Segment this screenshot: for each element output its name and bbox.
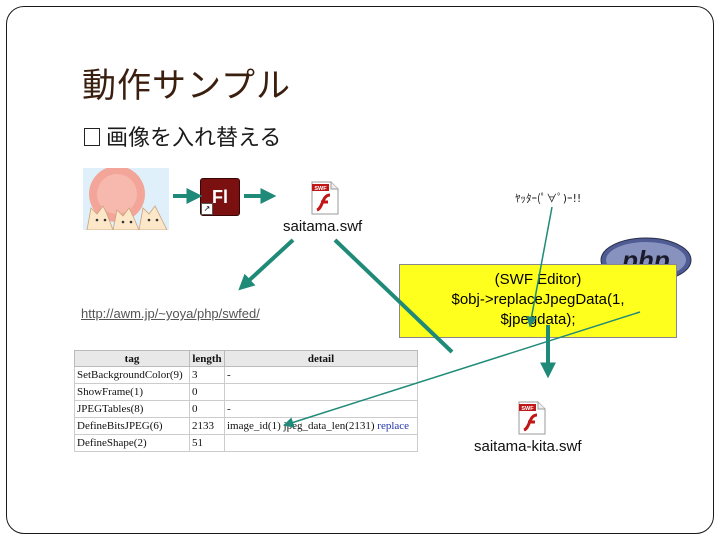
table-header-detail: detail — [224, 350, 418, 367]
output-file-label: saitama-kita.swf — [474, 438, 582, 455]
bullet-text: 画像を入れ替える — [106, 126, 282, 151]
table-cell-length: 3 — [189, 366, 225, 384]
table-cell-length: 2133 — [189, 417, 225, 435]
callout-line-1: (SWF Editor) — [494, 271, 582, 288]
swf-output-file-icon: SWF — [518, 401, 546, 435]
table-row: SetBackgroundColor(9) 3 - — [74, 366, 418, 384]
swf-file-icon: SWF — [311, 181, 339, 215]
table-cell-tag: SetBackgroundColor(9) — [74, 366, 190, 384]
bullet-box-icon — [84, 128, 100, 146]
table-cell-detail — [224, 434, 418, 452]
table-header-tag: tag — [74, 350, 190, 367]
swfed-link[interactable]: http://awm.jp/~yoya/php/swfed/ — [81, 306, 260, 321]
flash-fl-text: Fl — [212, 187, 228, 207]
table-cell-detail: - — [224, 366, 418, 384]
table-cell-tag: ShowFrame(1) — [74, 383, 190, 401]
table-row: ShowFrame(1) 0 — [74, 383, 418, 401]
table-header-length: length — [189, 350, 225, 367]
source-file-label: saitama.swf — [283, 218, 363, 235]
table-cell-tag: DefineShape(2) — [74, 434, 190, 452]
swf-editor-callout: (SWF Editor) $obj->replaceJpegData(1, $j… — [399, 264, 677, 338]
table-row: DefineBitsJPEG(6) 2133 image_id(1) jpeg_… — [74, 417, 418, 435]
face-text: ﾔｯﾀｰ(ﾟ∀ﾟ)ｰ!! — [515, 192, 582, 205]
callout-line-3: $jpegdata); — [500, 311, 576, 328]
table-cell-detail: image_id(1) jpeg_data_len(2131) replace — [224, 417, 418, 435]
cat-illustration — [83, 168, 169, 230]
table-header-row: tag length detail — [74, 350, 418, 367]
cat-image — [83, 168, 169, 230]
shortcut-arrow-icon: ↗ — [201, 203, 213, 215]
callout-line-2: $obj->replaceJpegData(1, — [451, 291, 625, 308]
table-cell-detail — [224, 383, 418, 401]
flash-fl-icon: Fl — [200, 178, 240, 216]
table-cell-detail-text: image_id(1) jpeg_data_len(2131) — [227, 420, 375, 432]
replace-link[interactable]: replace — [377, 420, 410, 432]
slide-title: 動作サンプル — [82, 66, 291, 106]
table-cell-length: 0 — [189, 400, 225, 418]
table-cell-length: 0 — [189, 383, 225, 401]
table-cell-tag: DefineBitsJPEG(6) — [74, 417, 190, 435]
bullet-item: 画像を入れ替える — [84, 120, 281, 152]
table-row: JPEGTables(8) 0 - — [74, 400, 418, 418]
swfed-table-container: tag length detail SetBackgroundColor(9) … — [74, 350, 420, 456]
swf-output-badge-text: SWF — [521, 406, 534, 412]
swf-badge-text: SWF — [314, 186, 327, 192]
table-row: DefineShape(2) 51 — [74, 434, 418, 452]
swfed-table: tag length detail SetBackgroundColor(9) … — [74, 350, 418, 452]
table-cell-length: 51 — [189, 434, 225, 452]
table-cell-tag: JPEGTables(8) — [74, 400, 190, 418]
table-cell-detail: - — [224, 400, 418, 418]
